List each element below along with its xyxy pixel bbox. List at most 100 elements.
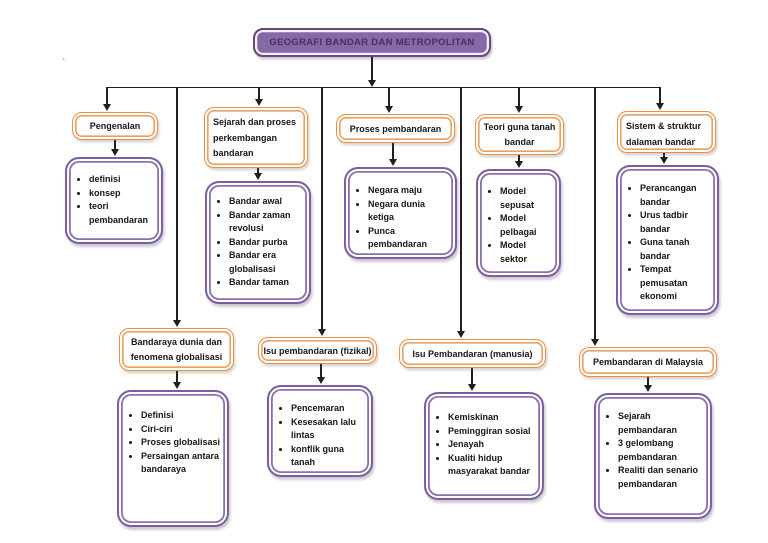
list-item: Jenayah — [448, 438, 538, 452]
arrow-sistem-list — [659, 157, 668, 164]
branch-list-isu-manusia: Kemiskinan Peminggiran sosial Jenayah Ku… — [424, 392, 544, 500]
connector-manusia-list — [471, 368, 473, 384]
list-item: 3 gelombang pembandaran — [618, 437, 706, 464]
arrow-down-proses — [384, 106, 393, 113]
list-item: Bandar era globalisasi — [229, 249, 305, 276]
branch-header-pengenalan: Pengenalan — [72, 112, 158, 140]
list-item: Tempat pemusatan ekonomi — [640, 263, 713, 304]
bullet-list: Kemiskinan Peminggiran sosial Jenayah Ku… — [426, 411, 542, 479]
connector-drop-sejarah — [258, 87, 260, 99]
arrow-sejarah-list — [253, 173, 262, 180]
list-item: Negara maju — [368, 184, 451, 198]
connector-sistem-list — [663, 153, 665, 158]
bullet-list: Pencemaran Kesesakan lalu lintas konflik… — [269, 402, 371, 470]
connector-proses-list — [392, 143, 394, 159]
list-item: Kualiti hidup masyarakat bandar — [448, 452, 538, 479]
list-item: Bandar purba — [229, 236, 305, 250]
branch-header-sistem-struktur: Sistem & struktur dalaman bandar — [617, 111, 716, 153]
list-item: Pencemaran — [291, 402, 367, 416]
bullet-list: Sejarah pembandaran 3 gelombang pembanda… — [596, 410, 710, 491]
arrow-down-teori — [514, 106, 523, 113]
branch-header-teori-guna-tanah: Teori guna tanah bandar — [475, 114, 564, 155]
connector-drop-isu-fizikal — [321, 87, 323, 329]
branch-header-pembandaran-malaysia: Pembandaran di Malaysia — [579, 347, 717, 377]
list-item: Persaingan antara bandaraya — [141, 450, 223, 477]
arrow-down-sistem — [655, 103, 664, 110]
branch-list-sistem-struktur: Perancangan bandar Urus tadbir bandar Gu… — [616, 165, 719, 315]
list-item: Guna tanah bandar — [640, 236, 713, 263]
list-item: Punca pembandaran — [368, 225, 451, 252]
list-item: Proses globalisasi — [141, 436, 223, 450]
list-item: Negara dunia ketiga — [368, 198, 451, 225]
list-item: Bandar taman — [229, 276, 305, 290]
list-item: Perancangan bandar — [640, 182, 713, 209]
list-item: konflik guna tanah — [291, 443, 367, 470]
bullet-list: Model sepusat Model pelbagai Model sekto… — [478, 185, 559, 266]
list-item: Sejarah pembandaran — [618, 410, 706, 437]
list-item: Urus tadbir bandar — [640, 209, 713, 236]
branch-list-pembandaran-malaysia: Sejarah pembandaran 3 gelombang pembanda… — [594, 393, 712, 519]
list-item: Kesesakan lalu lintas — [291, 416, 367, 443]
connector-drop-malaysia — [594, 87, 596, 339]
arrow-down-title — [367, 80, 376, 87]
list-item: definisi — [89, 173, 157, 187]
bullet-list: definisi konsep teori pembandaran — [67, 173, 161, 227]
connector-teori-list — [518, 155, 520, 162]
stray-mark: ` — [62, 58, 66, 69]
arrow-proses-list — [388, 159, 397, 166]
bullet-list: Negara maju Negara dunia ketiga Punca pe… — [346, 184, 455, 252]
connector-sejarah-list — [257, 168, 259, 174]
list-item: Model sektor — [500, 239, 555, 266]
branch-header-bandaraya-dunia: Bandaraya dunia dan fenomena globalisasi — [119, 328, 234, 371]
connector-fizikal-list — [320, 364, 322, 377]
connector-pengenalan-list — [114, 140, 116, 149]
list-item: konsep — [89, 187, 157, 201]
list-item: Bandar awal — [229, 195, 305, 209]
list-item: Realiti dan senario pembandaran — [618, 464, 706, 491]
arrow-down-malaysia — [590, 339, 599, 346]
connector-drop-teori — [518, 87, 520, 106]
branch-header-proses-pembandaran: Proses pembandaran — [336, 114, 455, 143]
connector-drop-isu-manusia — [460, 87, 462, 331]
branch-list-proses-pembandaran: Negara maju Negara dunia ketiga Punca pe… — [344, 167, 457, 259]
connector-drop-bandaraya-dunia — [176, 87, 178, 320]
branch-header-sejarah: Sejarah dan proses perkembangan bandaran — [204, 107, 308, 168]
list-item: Ciri-ciri — [141, 423, 223, 437]
diagram-root-title: GEOGRAFI BANDAR DAN METROPOLITAN — [253, 28, 491, 57]
list-item: Peminggiran sosial — [448, 425, 538, 439]
connector-title-line — [371, 57, 373, 80]
bullet-list: Perancangan bandar Urus tadbir bandar Gu… — [618, 182, 717, 304]
branch-list-pengenalan: definisi konsep teori pembandaran — [65, 157, 163, 244]
connector-drop-proses — [388, 87, 390, 106]
branch-list-bandaraya-dunia: Definisi Ciri-ciri Proses globalisasi Pe… — [117, 390, 229, 527]
connector-malaysia-list — [647, 377, 649, 385]
bullet-list: Definisi Ciri-ciri Proses globalisasi Pe… — [119, 409, 227, 477]
bullet-list: Bandar awal Bandar zaman revolusi Bandar… — [207, 195, 309, 290]
list-item: Kemiskinan — [448, 411, 538, 425]
branch-header-isu-manusia: Isu Pembandaran (manusia) — [399, 339, 546, 368]
list-item: Model pelbagai — [500, 212, 555, 239]
connector-bus-line — [107, 87, 661, 89]
branch-header-isu-fizikal: Isu pembandaran (fizikal) — [258, 337, 377, 364]
arrow-bandaraya-list — [172, 382, 181, 389]
list-item: Bandar zaman revolusi — [229, 209, 305, 236]
connector-drop-pengenalan — [106, 87, 108, 104]
arrow-malaysia-list — [643, 385, 652, 392]
connector-bandaraya-list — [176, 371, 178, 382]
branch-list-teori-guna-tanah: Model sepusat Model pelbagai Model sekto… — [476, 169, 561, 277]
list-item: teori pembandaran — [89, 200, 157, 227]
arrow-down-isu-fizikal — [317, 329, 326, 336]
arrow-down-bandaraya-dunia — [172, 320, 181, 327]
arrow-fizikal-list — [316, 377, 325, 384]
list-item: Definisi — [141, 409, 223, 423]
arrow-down-isu-manusia — [456, 331, 465, 338]
arrow-pengenalan-list — [110, 149, 119, 156]
arrow-down-pengenalan — [102, 104, 111, 111]
arrow-teori-list — [514, 161, 523, 168]
arrow-manusia-list — [467, 384, 476, 391]
branch-list-sejarah: Bandar awal Bandar zaman revolusi Bandar… — [205, 181, 311, 304]
connector-drop-sistem — [659, 87, 661, 103]
list-item: Model sepusat — [500, 185, 555, 212]
arrow-down-sejarah — [254, 99, 263, 106]
